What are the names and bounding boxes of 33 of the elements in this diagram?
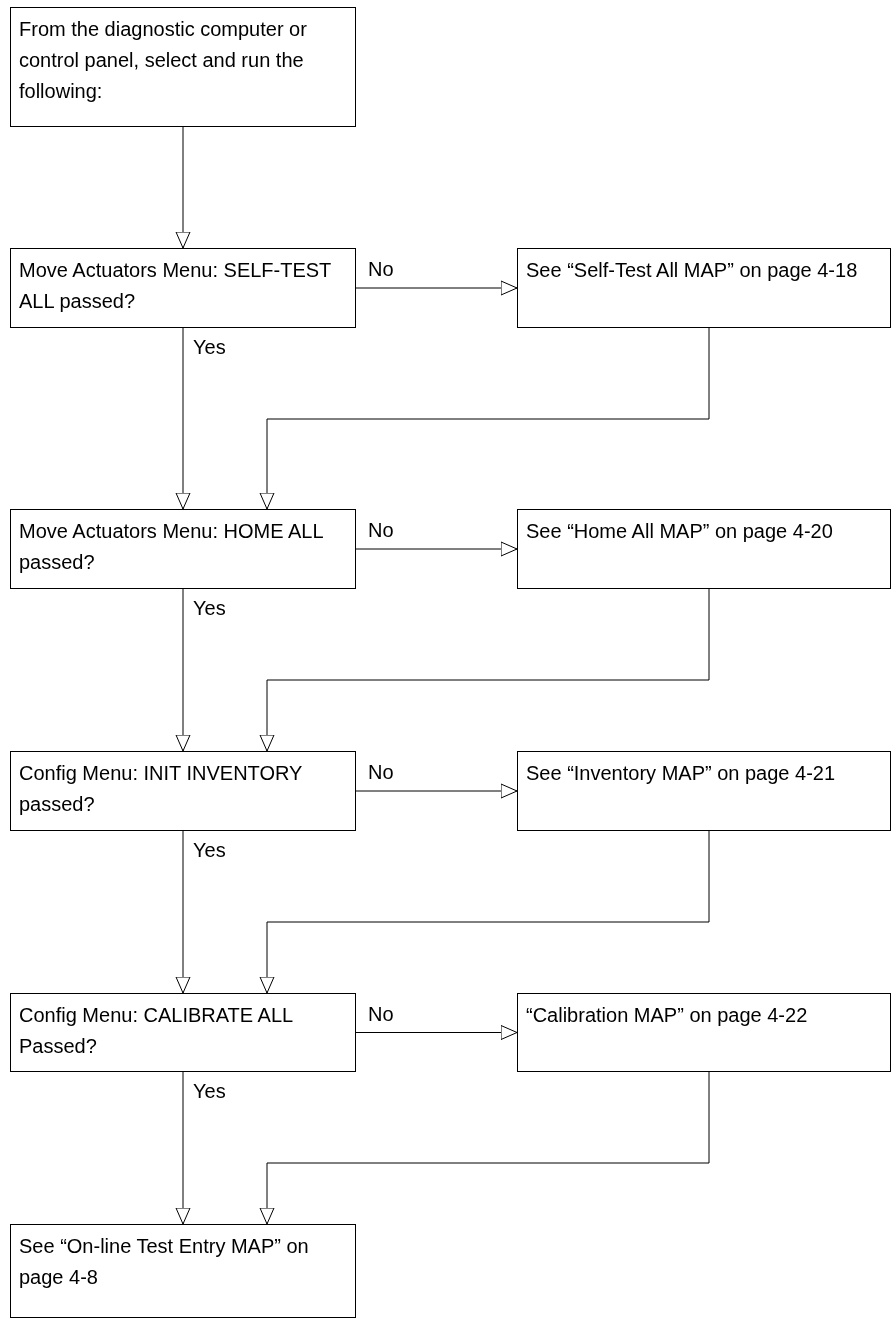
arrow [175,126,191,249]
process-box [10,1224,356,1318]
process-box [517,751,891,831]
box-text: Move Actuators Menu: SELF-TEST ALL passed? [19,258,332,314]
process-box [10,7,356,127]
process-box [517,248,891,328]
arrow [175,830,191,994]
process-box [517,509,891,589]
box-text: See “Inventory MAP” on page 4-21 [526,761,837,786]
process-box [517,993,891,1072]
process-box [10,751,356,831]
arrow [259,1071,710,1225]
arrow [175,1071,191,1225]
box-text: Move Actuators Menu: HOME ALL passed? [19,519,324,575]
process-box [10,993,356,1072]
arrow [355,1025,518,1040]
arrow [175,588,191,752]
arrow [175,327,191,510]
arrow [259,830,710,994]
arrow [259,327,710,510]
box-text: See “Home All MAP” on page 4-20 [526,519,834,544]
arrow [355,783,518,799]
box-text: Config Menu: INIT INVENTORY passed? [19,761,304,817]
box-text: See “On-line Test Entry MAP” on page 4-8 [19,1234,310,1290]
process-box [10,248,356,328]
arrow [355,280,518,296]
arrow [259,588,710,752]
box-text: From the diagnostic computer or control panel, select and run the following: [19,17,308,104]
arrow [355,541,518,557]
box-text: Config Menu: CALIBRATE ALL Passed? [19,1003,294,1059]
box-text: “Calibration MAP” on page 4-22 [526,1003,809,1028]
process-box [10,509,356,589]
box-text: See “Self-Test All MAP” on page 4-18 [526,258,859,283]
